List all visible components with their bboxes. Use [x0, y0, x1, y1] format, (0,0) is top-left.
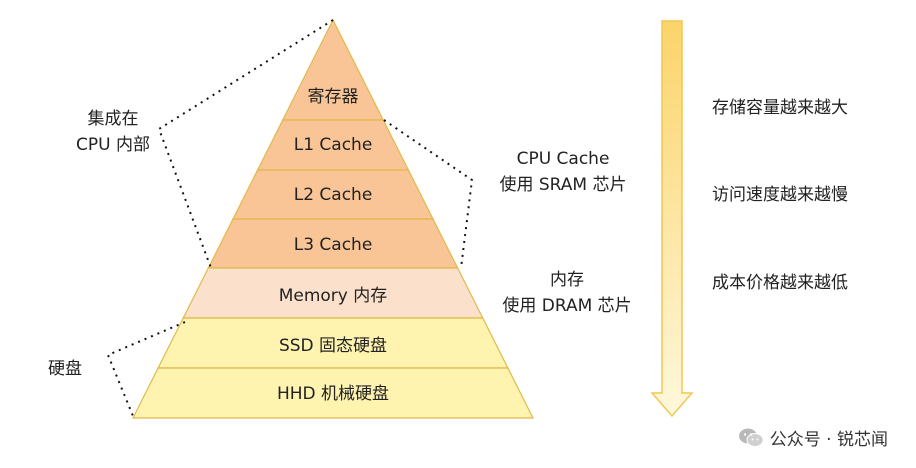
- pyramid: [132, 18, 534, 419]
- trend-label-speed: 访问速度越来越慢: [712, 185, 848, 205]
- trend-label-cost: 成本价格越来越低: [712, 273, 848, 293]
- level-label-memory: Memory 内存: [278, 286, 388, 306]
- down-arrow-shape: [650, 20, 694, 418]
- level-label-ssd: SSD 固态硬盘: [278, 336, 388, 356]
- level-label-l2-cache: L2 Cache: [293, 185, 373, 205]
- watermark-text: 公众号 · 锐芯闻: [769, 430, 888, 450]
- level-label-hhd: HHD 机械硬盘: [276, 384, 390, 404]
- side-label-memory-line2: 使用 DRAM 芯片: [502, 296, 632, 316]
- watermark: 公众号 · 锐芯闻: [738, 425, 888, 450]
- connector-cpu-cache: [383, 119, 474, 269]
- side-label-cpu-cache-line1: CPU Cache: [516, 149, 610, 169]
- side-label-disk: 硬盘: [48, 359, 82, 379]
- side-label-memory-line1: 内存: [550, 270, 584, 290]
- pyramid-level-hhd: [132, 367, 534, 419]
- side-label-cpu-cache-line2: 使用 SRAM 芯片: [499, 175, 627, 195]
- side-label-cpu-internal-line1: 集成在: [87, 109, 139, 129]
- trend-arrow: [650, 20, 694, 418]
- trend-label-capacity: 存储容量越来越大: [712, 98, 848, 118]
- level-label-registers: 寄存器: [307, 87, 359, 107]
- wechat-icon: [738, 427, 764, 449]
- dotted-connectors: [106, 19, 474, 417]
- level-label-l1-cache: L1 Cache: [293, 135, 373, 155]
- level-label-l3-cache: L3 Cache: [293, 235, 373, 255]
- side-label-cpu-internal-line2: CPU 内部: [76, 135, 150, 155]
- connector-disk: [106, 321, 186, 417]
